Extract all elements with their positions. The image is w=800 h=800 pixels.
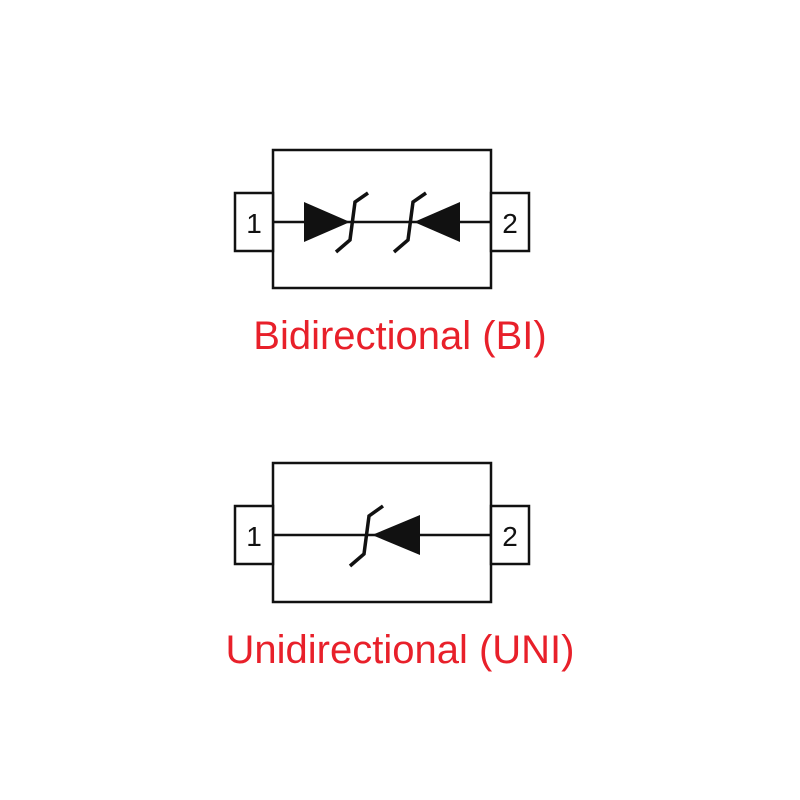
pin-label-right: 2	[502, 208, 518, 239]
pin-tab-left	[233, 504, 275, 566]
bidirectional-package	[233, 148, 531, 290]
tvs-diode-reverse-icon	[348, 504, 420, 568]
pin-tab-right	[489, 504, 531, 566]
tvs-diode-reverse-icon	[392, 191, 460, 254]
tvs-diode-forward-icon	[304, 191, 369, 254]
pin-label-left: 1	[246, 521, 262, 552]
pin-label-left: 1	[246, 208, 262, 239]
caption-bidirectional: Bidirectional (BI)	[253, 314, 547, 358]
pin-tab-right	[489, 191, 531, 253]
pin-tab-left	[233, 191, 275, 253]
pin-label-right: 2	[502, 521, 518, 552]
caption-unidirectional: Unidirectional (UNI)	[225, 628, 575, 672]
